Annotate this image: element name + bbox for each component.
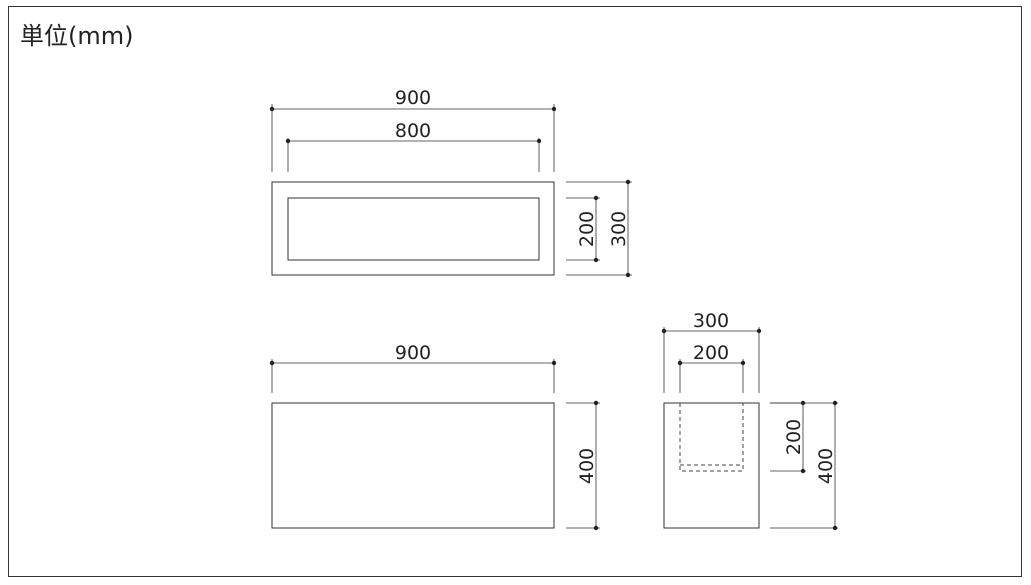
- top-inner-width-dimension: 800: [285, 120, 542, 172]
- side-view-hidden-cavity: [679, 403, 744, 472]
- side-inner-width-dimension: 200: [677, 342, 746, 393]
- top-view-inner-outline: [287, 197, 540, 261]
- drawing-frame: [8, 6, 1022, 577]
- side-view-outline: [663, 402, 760, 529]
- front-height-dimension: 400: [566, 400, 600, 531]
- top-inner-width-label: 800: [395, 120, 431, 142]
- front-width-label: 900: [395, 342, 431, 364]
- side-view: 300 200 200 400: [661, 310, 838, 531]
- top-view-outer-outline: [271, 181, 555, 276]
- front-width-dimension: 900: [269, 342, 557, 393]
- side-outer-width-dimension: 300: [661, 310, 762, 393]
- side-height-dimension: 400: [770, 400, 838, 531]
- side-height-label: 400: [815, 448, 837, 484]
- top-outer-depth-label: 300: [608, 211, 630, 247]
- top-outer-width-dimension: 900: [269, 87, 557, 172]
- top-outer-width-label: 900: [395, 87, 431, 109]
- side-inner-depth-label: 200: [783, 419, 805, 455]
- front-height-label: 400: [576, 448, 598, 484]
- top-inner-depth-label: 200: [576, 211, 598, 247]
- front-view-outline: [271, 402, 555, 529]
- side-inner-depth-dimension: 200: [770, 400, 806, 474]
- top-outer-depth-dimension: 300: [566, 179, 632, 278]
- unit-label: 単位(mm): [20, 22, 134, 50]
- side-outer-width-label: 300: [693, 310, 729, 332]
- top-view: 900 800 200 300: [269, 87, 632, 278]
- front-view: 900 400: [269, 342, 600, 531]
- side-inner-width-label: 200: [693, 342, 729, 364]
- top-inner-depth-dimension: 200: [566, 195, 600, 263]
